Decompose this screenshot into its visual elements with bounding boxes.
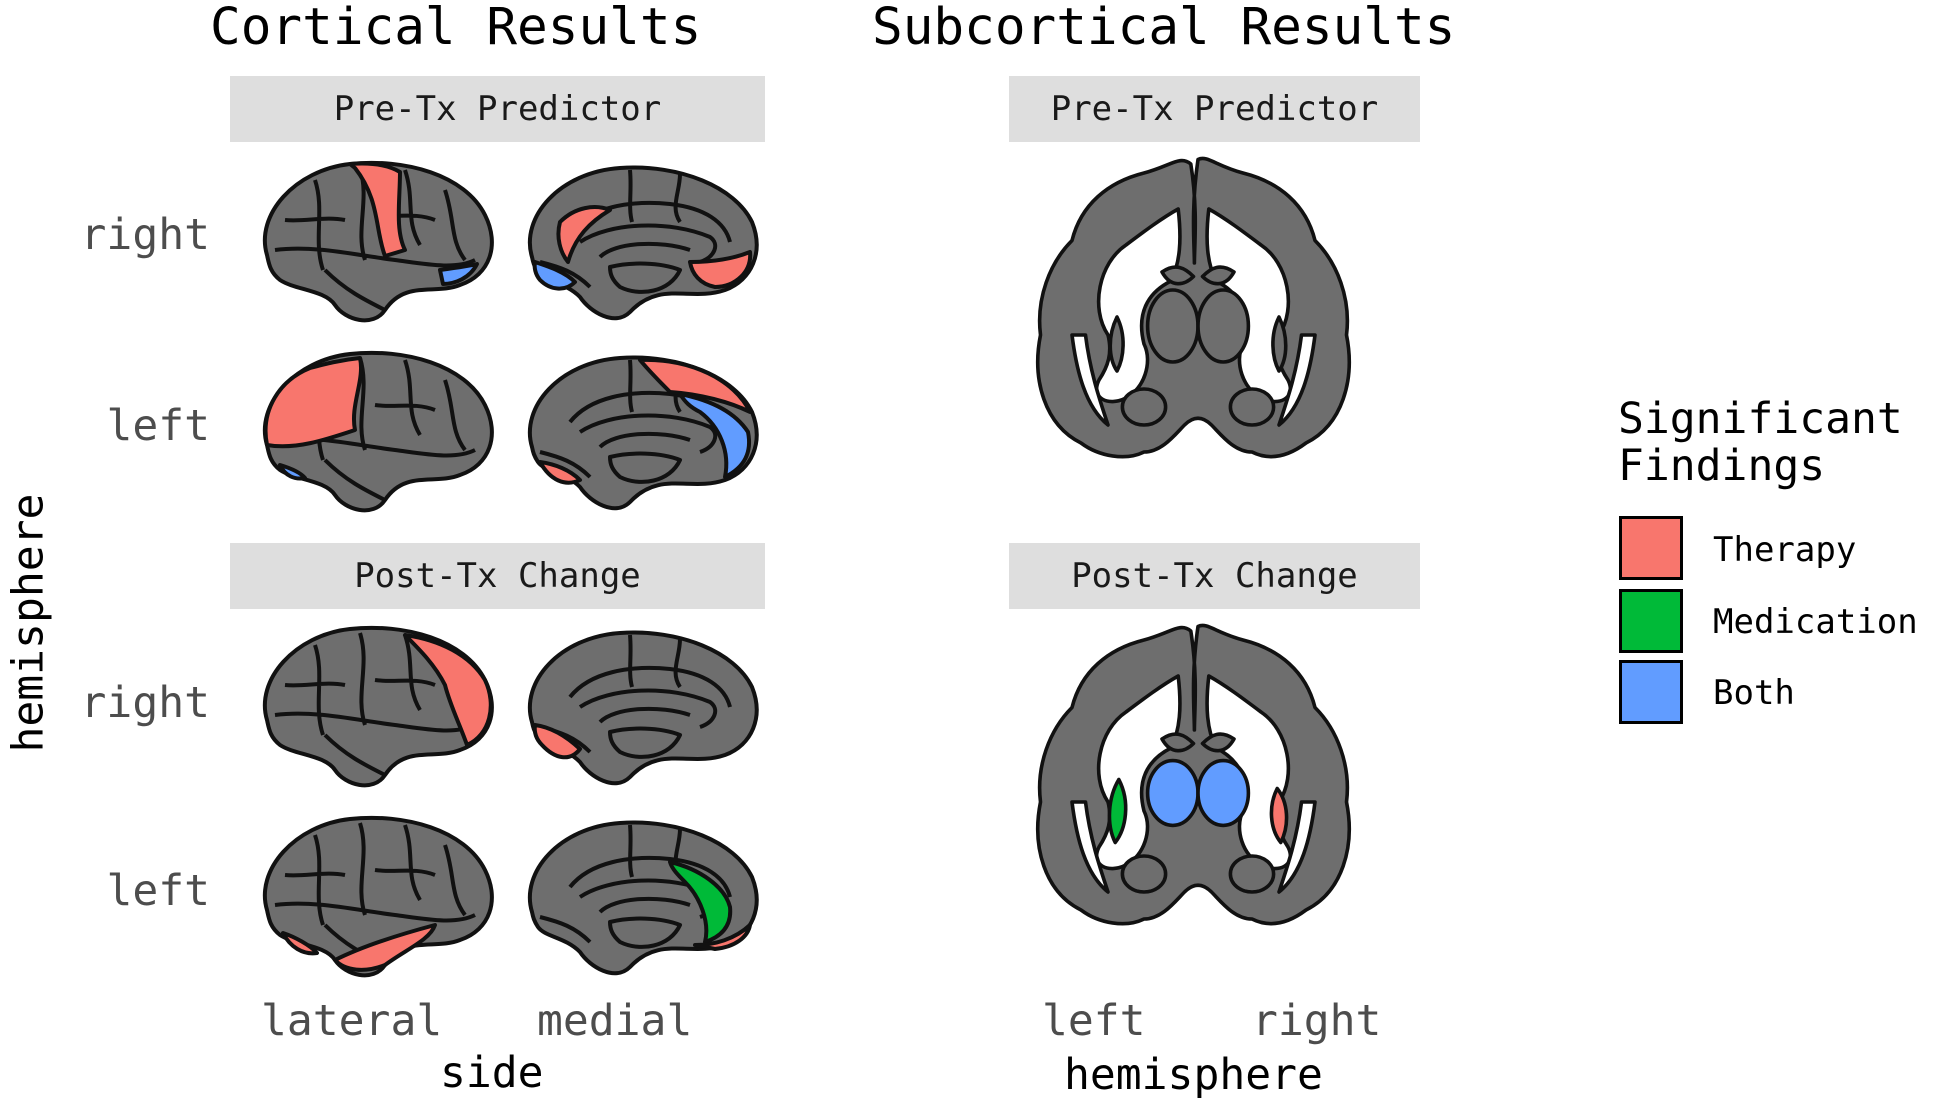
- x-tick-right: right: [1252, 996, 1382, 1046]
- legend-key-medication: [1619, 589, 1683, 653]
- x-axis-title-side: side: [440, 1048, 544, 1098]
- row-label-pre-right: right: [80, 210, 210, 260]
- row-label-pre-left: left: [106, 401, 210, 451]
- brain-pre-left-medial: [527, 355, 759, 511]
- row-label-post-right: right: [80, 678, 210, 728]
- brain-post-right-lateral: [262, 625, 494, 788]
- legend-title-line1: Significant: [1618, 394, 1903, 444]
- cortical-results-title: Cortical Results: [210, 0, 702, 57]
- legend-title-line2: Findings: [1618, 441, 1826, 492]
- subcortical-results-title: Subcortical Results: [872, 0, 1456, 57]
- facet-strip-cortical-pre: Pre-Tx Predictor: [230, 76, 765, 142]
- x-axis-title-hemisphere: hemisphere: [1064, 1050, 1323, 1100]
- x-tick-lateral: lateral: [261, 996, 443, 1046]
- facet-strip-subcortical-post: Post-Tx Change: [1009, 543, 1420, 609]
- legend-label-therapy: Therapy: [1713, 530, 1857, 570]
- legend-key-both: [1619, 660, 1683, 724]
- row-label-post-left: left: [106, 866, 210, 916]
- facet-strip-cortical-post: Post-Tx Change: [230, 543, 765, 609]
- brain-pre-right-lateral: [262, 160, 494, 323]
- brain-pre-left-lateral: [262, 350, 494, 513]
- legend-title: Significant Findings: [1618, 394, 1903, 492]
- legend-label-both: Both: [1713, 673, 1795, 713]
- x-tick-left: left: [1042, 996, 1146, 1046]
- facet-strip-subcortical-pre: Pre-Tx Predictor: [1009, 76, 1420, 142]
- legend-label-medication: Medication: [1713, 602, 1918, 642]
- legend-key-therapy: [1619, 516, 1683, 580]
- brain-post-left-lateral: [262, 815, 494, 978]
- brain-pre-right-medial: [527, 165, 759, 321]
- brain-post-left-medial: [527, 820, 759, 976]
- coronal-slice-pre: [1036, 156, 1352, 459]
- coronal-slice-post: [1036, 623, 1352, 926]
- x-tick-medial: medial: [537, 996, 693, 1046]
- brain-post-right-medial: [527, 630, 759, 786]
